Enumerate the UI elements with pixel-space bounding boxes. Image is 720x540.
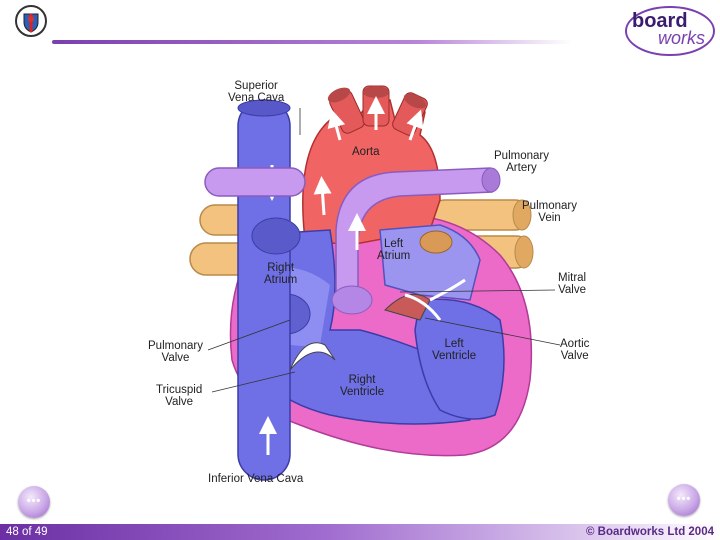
next-slide-button[interactable]: •••: [668, 484, 700, 516]
label-aortic-valve: Aortic Valve: [560, 338, 590, 362]
label-pulmonary-vein: Pulmonary Vein: [522, 200, 577, 224]
label-pulmonary-valve: Pulmonary Valve: [148, 340, 203, 364]
boardworks-logo: board works: [624, 4, 716, 58]
dots-icon: •••: [26, 495, 42, 507]
label-inferior-vena-cava: Inferior Vena Cava: [208, 473, 304, 485]
valves: [289, 278, 466, 371]
pulmonary-artery: [204, 167, 501, 315]
label-pulmonary-artery: Pulmonary Artery: [494, 150, 549, 174]
label-aorta: Aorta: [352, 146, 380, 158]
label-right-atrium: Right Atrium: [264, 262, 298, 286]
label-left-ventricle: Left Ventricle: [432, 338, 477, 362]
header-divider: [52, 40, 572, 44]
annotation-lines: [207, 108, 561, 393]
aorta: [302, 85, 441, 246]
vena-cava: [237, 99, 301, 481]
school-crest-logo: [14, 4, 48, 38]
label-tricuspid-valve: Tricuspid Valve: [156, 384, 203, 408]
copyright: © Boardworks Ltd 2004: [586, 526, 714, 538]
dots-icon: •••: [676, 493, 692, 505]
label-right-ventricle: Right Ventricle: [340, 374, 385, 398]
page-counter: 48 of 49: [6, 526, 48, 538]
label-left-atrium: Left Atrium: [377, 238, 411, 262]
previous-slide-button[interactable]: •••: [18, 486, 50, 518]
footer-bar: [0, 524, 720, 540]
brand-works: works: [658, 28, 706, 48]
brand-board: board: [632, 10, 688, 32]
label-mitral-valve: Mitral Valve: [558, 272, 587, 296]
label-superior-vena-cava: Superior Vena Cava: [228, 80, 285, 104]
